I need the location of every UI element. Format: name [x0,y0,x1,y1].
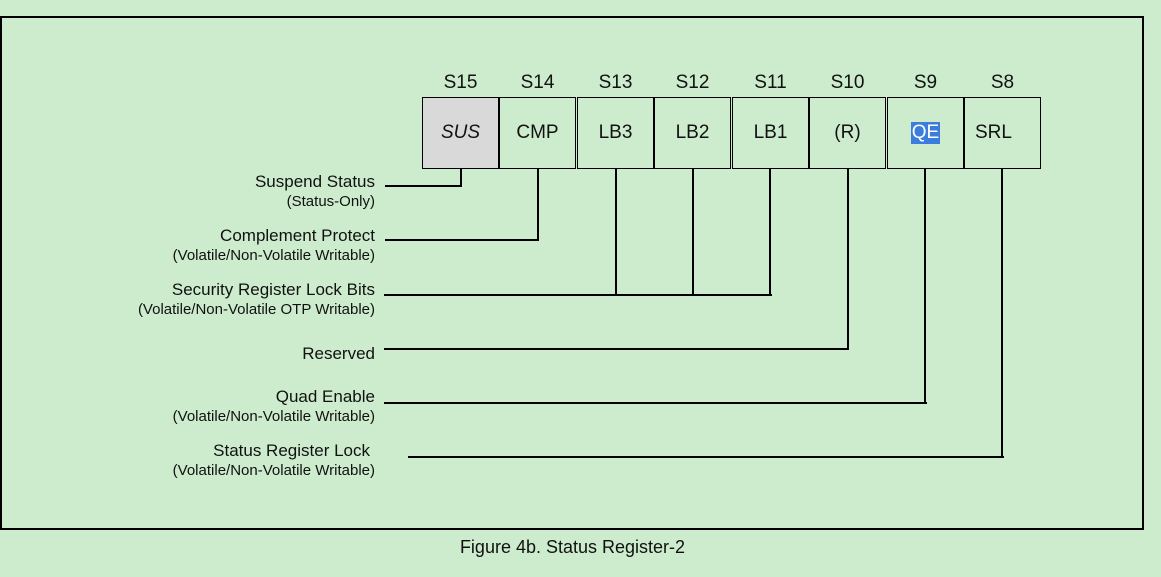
diagram-frame [0,16,1144,530]
desc-title: Security Register Lock Bits [171,280,375,299]
desc-title: Reserved [302,344,375,363]
connector-qe-h [384,402,927,404]
connector-lb2-v [692,169,694,296]
cell-text: LB1 [753,122,788,143]
bit-label-s10: S10 [830,72,865,93]
connector-qe-v [924,169,926,404]
connector-reserved-h [384,348,849,350]
desc-subtitle: (Status-Only) [286,193,375,210]
cell-text: LB3 [598,122,633,143]
connector-suspend-h [385,185,462,187]
desc-title: Quad Enable [275,387,375,406]
desc-subtitle: (Volatile/Non-Volatile OTP Writable) [137,301,375,318]
bit-label-s15: S15 [443,72,478,93]
cell-text: (R) [834,122,861,143]
connector-srl-v [1001,169,1003,458]
connector-suspend-v [460,169,462,187]
connector-lb-h [384,294,772,296]
register-cell-qe: QE [887,97,964,169]
connector-cmp-v [537,169,539,241]
connector-srl-h [408,456,1004,458]
bit-label-s11: S11 [754,72,787,93]
register-cell-reserved: (R) [809,97,886,169]
desc-title: Suspend Status [254,172,375,191]
connector-lb1-v [769,169,771,296]
register-cell-lb1: LB1 [732,97,809,169]
desc-title: Complement Protect [220,226,375,245]
desc-quad-enable: Quad Enable (Volatile/Non-Volatile Writa… [173,387,375,427]
figure-caption: Figure 4b. Status Register-2 [459,537,686,557]
cell-text: LB2 [675,122,710,143]
connector-reserved-v [847,169,849,350]
desc-title: Status Register Lock [213,441,370,460]
desc-subtitle: (Volatile/Non-Volatile Writable) [172,462,375,479]
bit-label-s8: S8 [990,72,1015,93]
bit-label-s14: S14 [520,72,555,93]
bit-label-s12: S12 [675,72,710,93]
desc-subtitle: (Volatile/Non-Volatile Writable) [172,408,375,425]
connector-lb3-v [615,169,617,296]
register-cell-cmp: CMP [499,97,576,169]
bit-label-s9: S9 [913,72,938,93]
cell-text: SUS [440,122,481,143]
desc-reserved: Reserved [302,344,375,364]
register-cell-lb2: LB2 [654,97,731,169]
register-cell-sus: SUS [422,97,499,169]
desc-complement-protect: Complement Protect (Volatile/Non-Volatil… [173,226,375,266]
desc-subtitle: (Volatile/Non-Volatile Writable) [172,247,375,264]
desc-status-register-lock: Status Register Lock (Volatile/Non-Volat… [173,441,375,481]
desc-security-lock-bits: Security Register Lock Bits (Volatile/No… [138,280,375,320]
bit-label-s13: S13 [598,72,633,93]
cell-text: SRL [975,122,1012,143]
register-cell-lb3: LB3 [577,97,654,169]
desc-suspend-status: Suspend Status (Status-Only) [255,172,375,212]
connector-cmp-h [385,239,539,241]
register-cell-srl: SRL [964,97,1041,169]
cell-text: CMP [516,122,559,143]
selected-text-qe[interactable]: QE [910,122,941,144]
